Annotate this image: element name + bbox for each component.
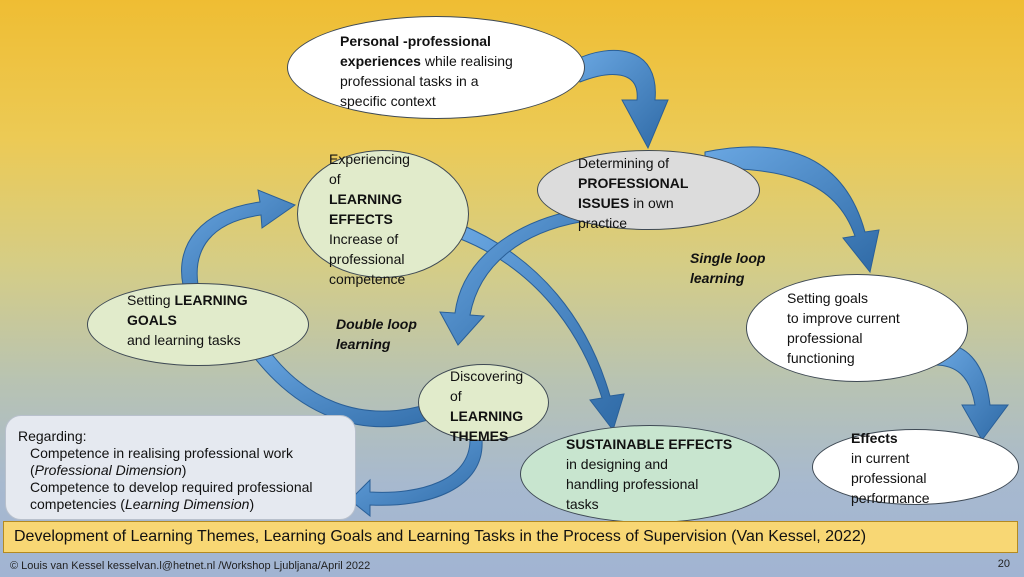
effects-line4: performance	[851, 490, 930, 506]
node-personal-experiences: Personal -professional experiences while…	[287, 16, 585, 119]
discovering-line3: LEARNING	[450, 408, 524, 424]
arrow-determining-to-discovering	[439, 209, 581, 346]
regarding-item1-dimension: Professional Dimension	[34, 462, 182, 478]
personal-line2-bold: experiences	[340, 53, 421, 69]
setting-goals-line3: professional	[787, 330, 863, 346]
arrow-setting-goals-to-effects	[934, 343, 1009, 441]
personal-line2-rest: while realising	[420, 53, 513, 69]
experiencing-line3: LEARNING	[329, 191, 403, 207]
node-determining-issues: Determining of PROFESSIONAL ISSUES in ow…	[537, 150, 760, 231]
setting-line1-bold: LEARNING	[174, 292, 248, 308]
arrow-setting-to-experiencing	[181, 189, 297, 286]
effects-line2: in current	[851, 450, 910, 466]
single-loop-label: Single loop learning	[690, 248, 765, 288]
sustainable-line3: handling professional	[566, 476, 699, 492]
regarding-item2-line1: Competence to develop required professio…	[30, 479, 313, 495]
title-banner: Development of Learning Themes, Learning…	[3, 521, 1018, 553]
experiencing-line5: Increase of	[329, 231, 399, 247]
setting-goals-line4: functioning	[787, 350, 855, 366]
page-number: 20	[997, 558, 1010, 570]
regarding-item2-dimension: Learning Dimension	[124, 496, 250, 512]
single-loop-line2: learning	[690, 270, 745, 286]
footer-credit: © Louis van Kessel kesselvan.l@hetnet.nl…	[10, 560, 371, 572]
determining-line3-bold: ISSUES	[578, 195, 630, 211]
personal-line4: specific context	[340, 93, 436, 109]
personal-line1: Personal -professional	[340, 33, 491, 49]
regarding-item1-line1: Competence in realising professional wor…	[30, 445, 294, 461]
arrow-experiencing-to-sustainable	[457, 224, 625, 432]
double-loop-line2: learning	[336, 336, 391, 352]
sustainable-line2: in designing and	[566, 456, 668, 472]
personal-line3: professional tasks in a	[340, 73, 479, 89]
determining-line1: Determining of	[578, 155, 670, 171]
node-setting-learning-goals: Setting LEARNING GOALS and learning task…	[87, 283, 309, 366]
single-loop-line1: Single loop	[690, 250, 766, 266]
determining-line4: practice	[578, 215, 628, 231]
setting-line1: Setting	[127, 292, 175, 308]
setting-line2: GOALS	[127, 312, 177, 328]
discovering-line4: THEMES	[450, 428, 509, 444]
node-sustainable-effects: SUSTAINABLE EFFECTS in designing and han…	[520, 425, 780, 523]
node-discovering-themes: Discovering of LEARNING THEMES	[418, 364, 549, 444]
experiencing-line6: professional	[329, 251, 405, 267]
regarding-title: Regarding:	[18, 428, 87, 444]
arrow-determining-to-setting-goals	[704, 146, 880, 274]
effects-line1: Effects	[851, 430, 898, 446]
setting-line3: and learning tasks	[127, 332, 241, 348]
determining-line2: PROFESSIONAL	[578, 175, 689, 191]
regarding-box: Regarding: Competence in realising profe…	[5, 415, 356, 520]
experiencing-line2: of	[329, 171, 341, 187]
experiencing-line7: competence	[329, 271, 406, 287]
discovering-line1: Discovering	[450, 368, 524, 384]
setting-goals-line2: to improve current	[787, 310, 900, 326]
double-loop-label: Double loop learning	[336, 314, 417, 354]
sustainable-line4: tasks	[566, 496, 599, 512]
discovering-line2: of	[450, 388, 462, 404]
setting-goals-line1: Setting goals	[787, 290, 868, 306]
determining-line3-rest: in own	[629, 195, 674, 211]
arrow-discovering-to-regarding	[349, 439, 483, 518]
regarding-item-2: Competence to develop required professio…	[18, 479, 355, 513]
arrow-personal-to-determining	[574, 49, 669, 150]
node-setting-goals-improve: Setting goals to improve current profess…	[746, 274, 968, 382]
double-loop-line1: Double loop	[336, 316, 417, 332]
node-effects-performance: Effects in current professional performa…	[812, 429, 1019, 506]
regarding-item-1: Competence in realising professional wor…	[18, 445, 355, 479]
effects-line3: professional	[851, 470, 927, 486]
experiencing-line4: EFFECTS	[329, 211, 393, 227]
node-experiencing-effects: Experiencing of LEARNING EFFECTS Increas…	[297, 150, 469, 287]
experiencing-line1: Experiencing	[329, 151, 410, 167]
sustainable-line1: SUSTAINABLE EFFECTS	[566, 436, 733, 452]
